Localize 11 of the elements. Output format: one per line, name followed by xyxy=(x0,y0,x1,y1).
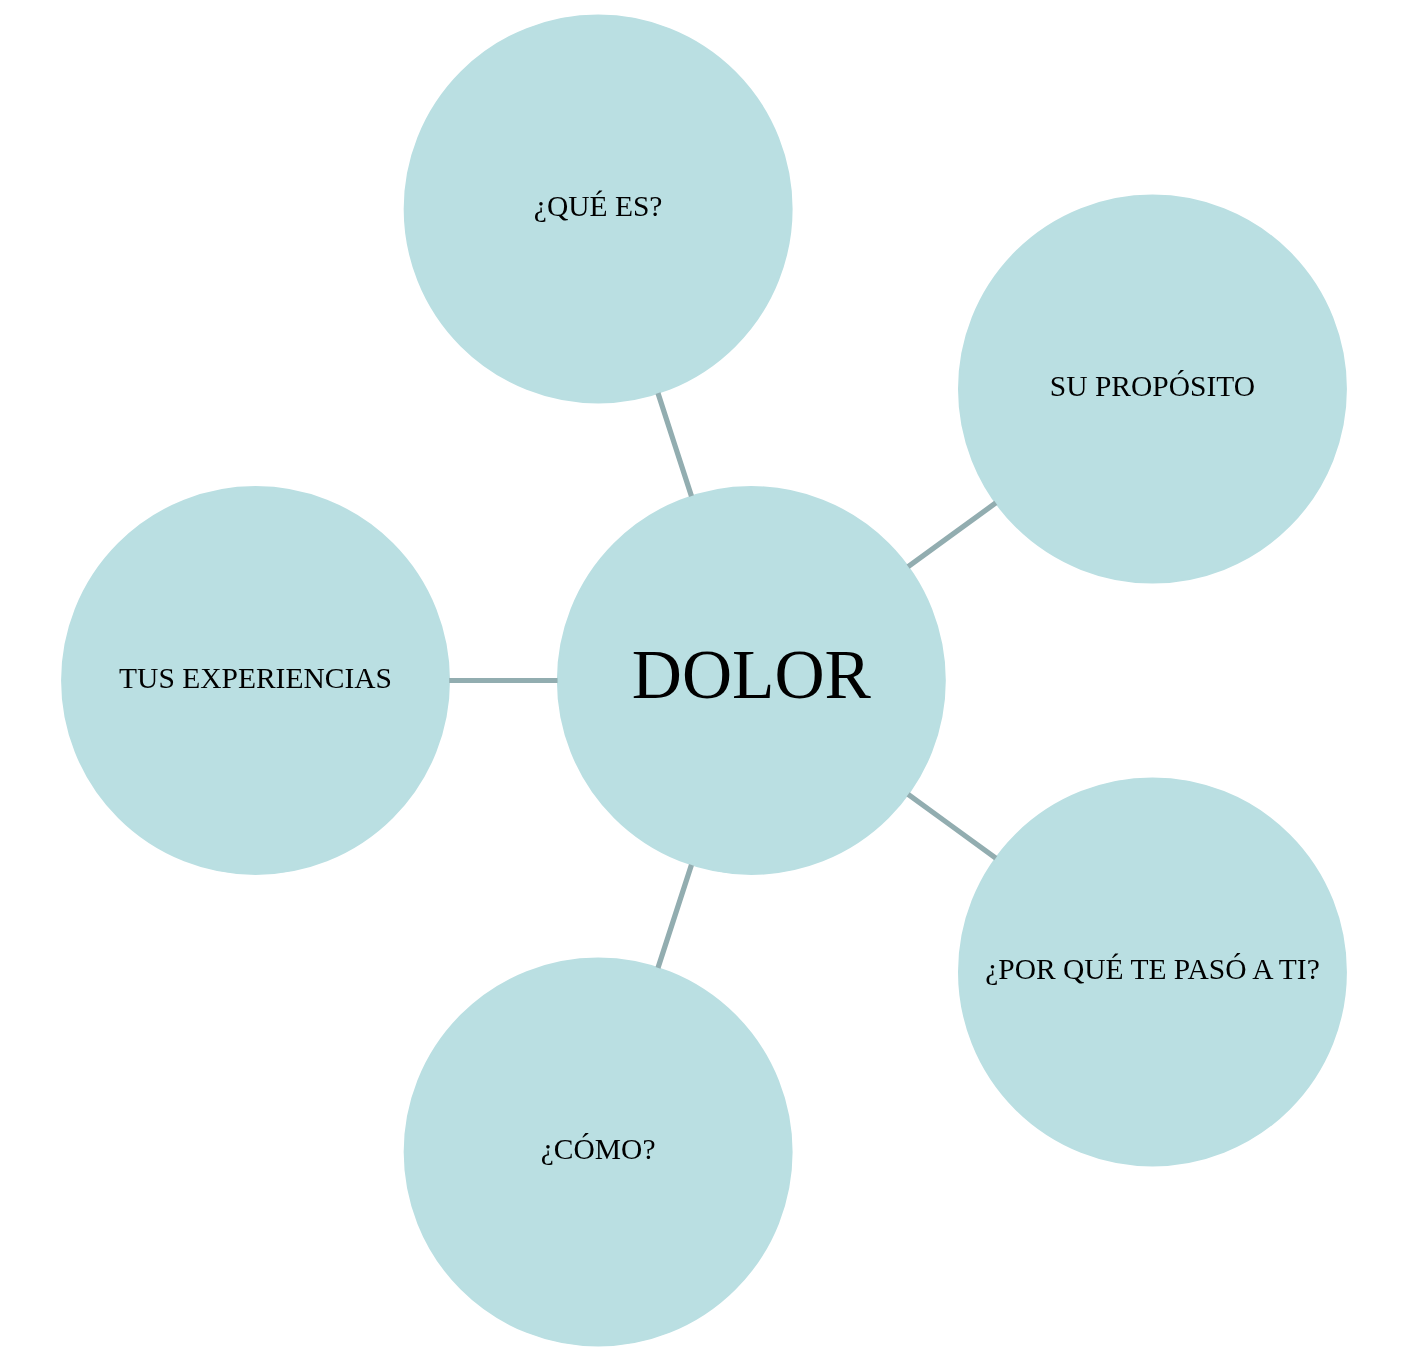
node-circle: SU PROPÓSITO xyxy=(958,194,1347,584)
node-circle: ¿CÓMO? xyxy=(403,957,793,1347)
node-circle: ¿QUÉ ES? xyxy=(403,14,793,404)
connector xyxy=(655,864,694,969)
node-circle: DOLOR xyxy=(556,486,946,875)
node-circle: TUS EXPERIENCIAS xyxy=(61,486,450,875)
connector xyxy=(906,792,998,861)
connector xyxy=(449,677,558,684)
connector xyxy=(655,392,694,497)
connector xyxy=(906,500,998,569)
node-circle: ¿POR QUÉ TE PASÓ A TI? xyxy=(958,777,1347,1167)
